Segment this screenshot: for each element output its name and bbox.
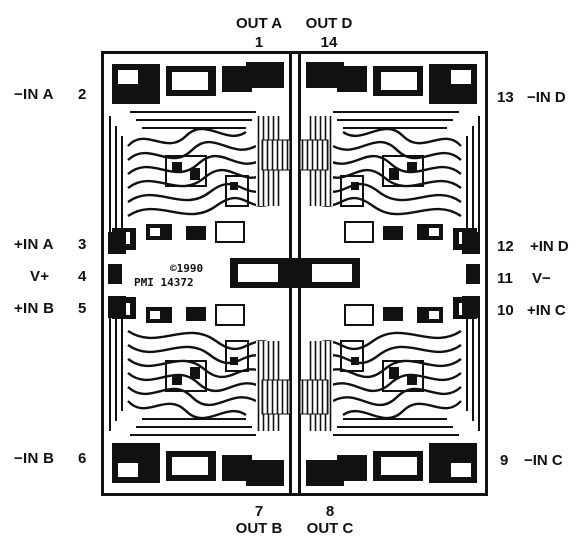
- pin-6-number: 6: [78, 450, 87, 467]
- die-part-marking: PMI 14372: [132, 276, 196, 289]
- pin-13-number: 13: [497, 89, 514, 106]
- pin-in-d-neg-label: −IN D: [527, 89, 566, 106]
- pin-out-c-label: OUT C: [306, 520, 354, 537]
- pin-out-a-label: OUT A: [235, 15, 283, 32]
- pin-5-number: 5: [78, 300, 87, 317]
- pin-2-number: 2: [78, 86, 87, 103]
- pin-11-number: 11: [497, 270, 513, 287]
- pin-14-number: 14: [320, 34, 338, 51]
- pin-in-b-pos-label: +IN B: [14, 300, 55, 317]
- pin-8-number: 8: [325, 503, 335, 520]
- pin-9-number: 9: [500, 452, 509, 469]
- pin-in-a-pos-label: +IN A: [14, 236, 54, 253]
- pin-in-c-pos-label: +IN C: [527, 302, 566, 319]
- pin-out-d-label: OUT D: [305, 15, 353, 32]
- die-copyright-marking: ©1990: [168, 262, 206, 275]
- pin-v-plus-label: V+: [30, 268, 50, 285]
- pin-12-number: 12: [497, 238, 514, 255]
- pin-1-number: 1: [254, 34, 264, 51]
- pin-in-b-neg-label: −IN B: [14, 450, 55, 467]
- pin-in-a-neg-label: −IN A: [14, 86, 54, 103]
- pin-3-number: 3: [78, 236, 87, 253]
- pin-10-number: 10: [497, 302, 514, 319]
- pin-out-b-label: OUT B: [235, 520, 283, 537]
- pin-v-minus-label: V−: [532, 270, 551, 287]
- pin-4-number: 4: [78, 268, 87, 285]
- pin-7-number: 7: [254, 503, 264, 520]
- pin-in-c-neg-label: −IN C: [524, 452, 563, 469]
- pin-in-d-pos-label: +IN D: [530, 238, 569, 255]
